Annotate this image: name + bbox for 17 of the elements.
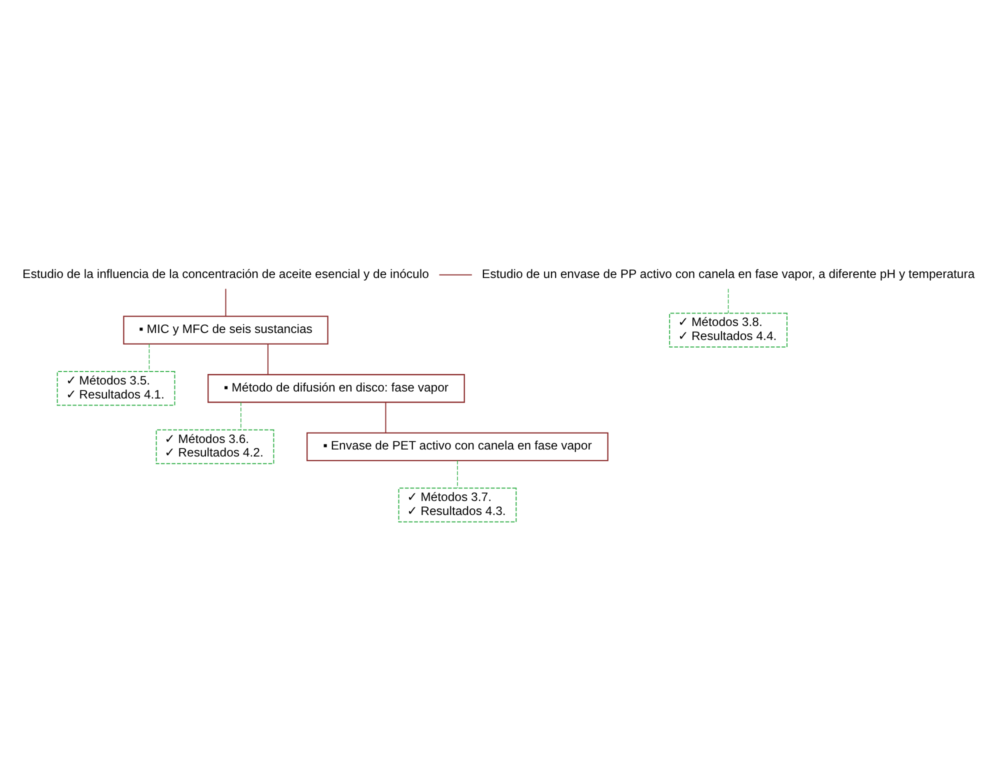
connector [385, 401, 386, 433]
connector [728, 288, 729, 314]
node-box: ▪ Envase de PET activo con canela en fase vapor [306, 432, 608, 461]
node-box: ▪ Método de difusión en disco: fase vapor [208, 374, 465, 402]
node-box: ✓ Métodos 3.5. ✓ Resultados 4.1. [56, 370, 176, 406]
node-text: Estudio de la influencia de la concentración de aceite esencial y de inóculo [22, 266, 429, 280]
connector [148, 343, 150, 372]
connector [240, 401, 242, 430]
connector [457, 460, 458, 488]
node-text: Estudio de un envase de PP activo con canela en fase vapor, a diferente pH y temperatura [482, 266, 975, 280]
node-box: ✓ Métodos 3.8. ✓ Resultados 4.4. [669, 312, 788, 347]
node-box: ▪ MIC y MFC de seis sustancias [123, 315, 328, 344]
node-box: ✓ Métodos 3.7. ✓ Resultados 4.3. [398, 487, 517, 522]
connector [438, 274, 472, 275]
connector [267, 342, 268, 374]
connector [225, 288, 226, 316]
node-box: ✓ Métodos 3.6. ✓ Resultados 4.2. [156, 428, 274, 464]
